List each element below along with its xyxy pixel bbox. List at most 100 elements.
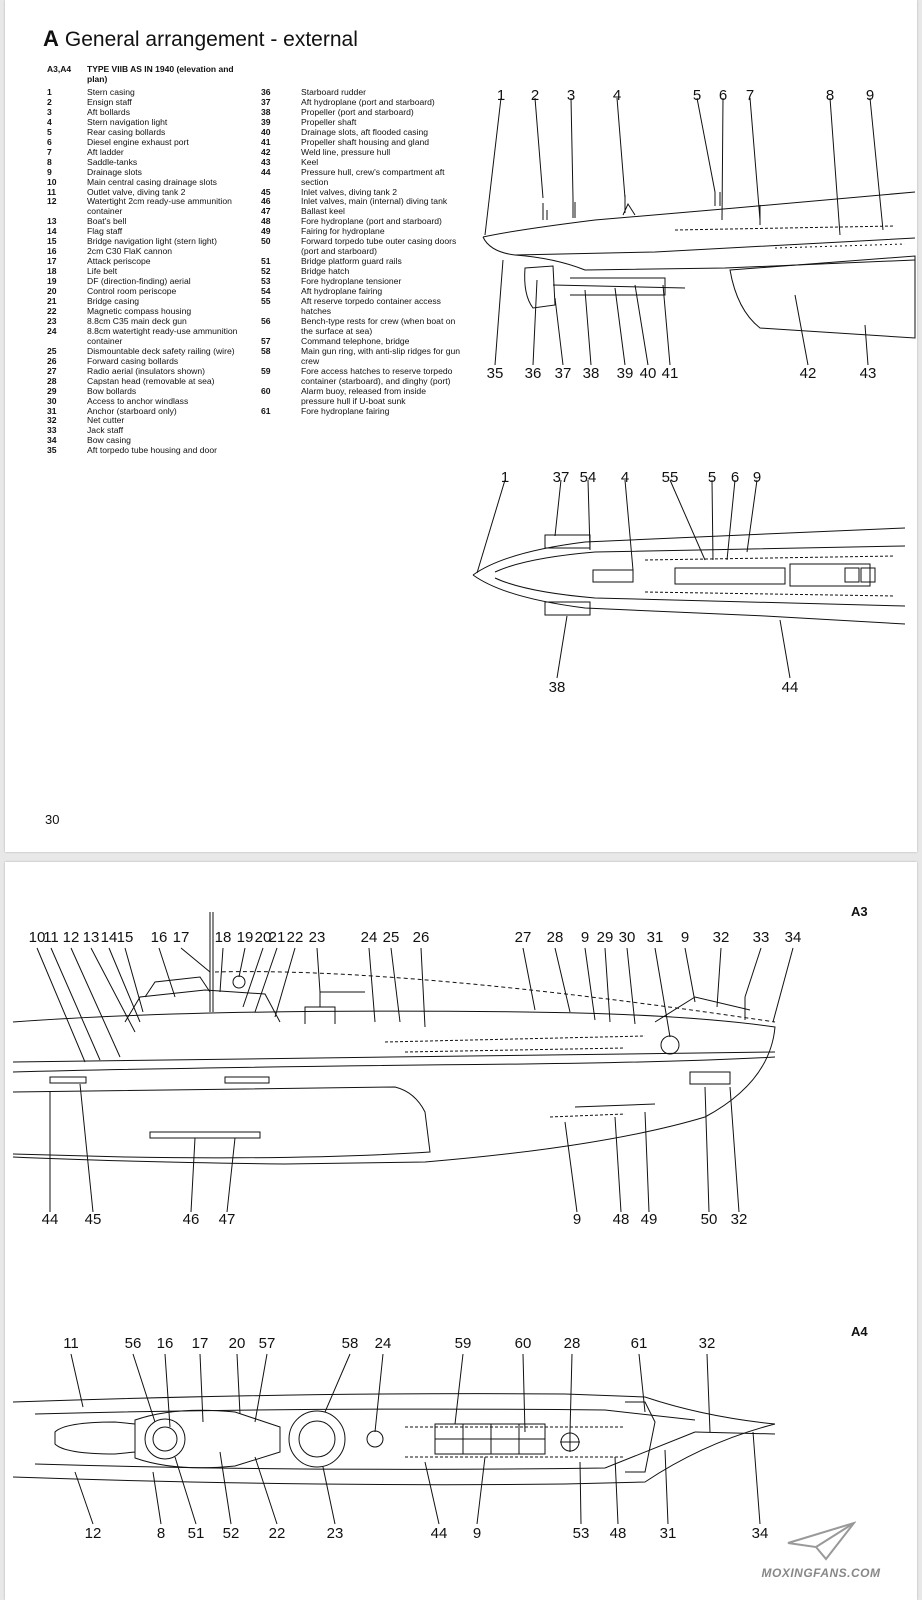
- callout-number: 22: [287, 929, 304, 946]
- callout-number: 40: [640, 365, 657, 382]
- callout-number: 9: [681, 929, 689, 946]
- callout-number: 9: [753, 469, 761, 486]
- key-item: 46 Inlet valves, main (internal) diving t…: [261, 197, 461, 207]
- callout-number: 46: [183, 1211, 200, 1228]
- key-number: 7: [47, 146, 52, 157]
- key-description: Anchor (starboard only): [87, 405, 177, 416]
- key-number: 36: [261, 87, 271, 97]
- callout-number: 16: [157, 1335, 174, 1352]
- callout-number: 61: [631, 1335, 648, 1352]
- callout-number: 45: [85, 1211, 102, 1228]
- callout-number: 18: [215, 929, 232, 946]
- key-number: 46: [261, 196, 271, 207]
- key-number: 54: [261, 286, 271, 297]
- key-description: Aft torpedo tube housing and door: [87, 445, 217, 456]
- callout-number: 10: [29, 929, 46, 946]
- callout-number: 9: [581, 929, 589, 946]
- callout-number: 42: [800, 365, 817, 382]
- callout-number: 11: [63, 1335, 79, 1352]
- key-number: 15: [47, 236, 57, 247]
- key-description: Diesel engine exhaust port: [87, 136, 189, 147]
- key-description: Fore hydroplane tensioner: [301, 276, 402, 287]
- callout-number: 5: [708, 469, 716, 486]
- key-description: Radio aerial (insulators shown): [87, 365, 205, 376]
- key-number: 20: [47, 286, 57, 297]
- key-description: Bench-type rests for crew (when boat on …: [301, 315, 456, 336]
- callout-number: 13: [83, 929, 100, 946]
- callout-number: 26: [413, 929, 430, 946]
- figure-caption: A3,A4 TYPE VIIB AS IN 1940 (elevation an…: [47, 64, 242, 84]
- callout-number: 59: [455, 1335, 472, 1352]
- callout-number: 47: [219, 1211, 236, 1228]
- callout-number: 38: [583, 365, 600, 382]
- section-letter: A: [43, 26, 59, 51]
- key-number: 56: [261, 315, 271, 326]
- paper-plane-logo-icon: [787, 1521, 857, 1561]
- callout-number: 6: [731, 469, 739, 486]
- key-number: 38: [261, 106, 271, 117]
- key-description: Propeller shaft housing and gland: [301, 136, 430, 147]
- key-description: Fairing for hydroplane: [301, 226, 385, 237]
- key-description: Aft reserve torpedo container access hat…: [301, 296, 441, 316]
- key-item: 35 Aft torpedo tube housing and door: [47, 445, 252, 456]
- callout-number: 17: [173, 929, 190, 946]
- key-number: 29: [47, 385, 57, 396]
- callout-number: 56: [125, 1335, 142, 1352]
- key-description: Bridge hatch: [301, 266, 350, 277]
- callout-number: 11: [43, 929, 59, 946]
- key-number: 48: [261, 216, 271, 227]
- callout-number: 1: [497, 87, 505, 104]
- key-description: Stern casing: [87, 87, 135, 97]
- callout-number: 32: [731, 1211, 748, 1228]
- callout-number: 12: [85, 1525, 102, 1542]
- callout-number: 48: [613, 1211, 630, 1228]
- key-description: Inlet valves, diving tank 2: [301, 186, 398, 197]
- key-description: Forward casing bollards: [87, 355, 179, 366]
- key-number: 39: [261, 116, 271, 127]
- key-description: Flag staff: [87, 226, 123, 237]
- figure-caption-title: TYPE VIIB AS IN 1940 (elevation and plan…: [87, 64, 234, 84]
- page-number: 30: [45, 812, 60, 827]
- callout-number: 32: [713, 929, 730, 946]
- key-number: 33: [47, 425, 57, 436]
- callout-number: 34: [752, 1525, 769, 1542]
- key-item: 20 Control room periscope: [47, 286, 252, 297]
- key-description: Access to anchor windlass: [87, 395, 189, 406]
- key-number: 32: [47, 415, 57, 426]
- callout-number: 21: [269, 929, 286, 946]
- callout-number: 17: [192, 1335, 209, 1352]
- callout-number: 60: [515, 1335, 532, 1352]
- key-number: 58: [261, 345, 271, 356]
- callout-number: 19: [237, 929, 254, 946]
- key-description: Inlet valves, main (internal) diving tan…: [301, 196, 448, 207]
- key-description: Ensign staff: [87, 96, 132, 107]
- key-description: Boat's bell: [87, 216, 127, 227]
- key-number: 59: [261, 365, 271, 376]
- key-description: Control room periscope: [87, 286, 177, 297]
- key-number: 35: [47, 445, 57, 456]
